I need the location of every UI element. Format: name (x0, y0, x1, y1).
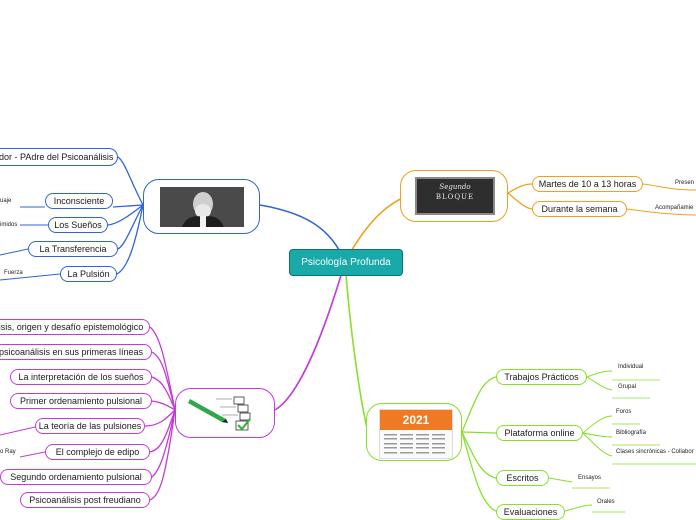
node-label: Durante la semana (541, 204, 617, 214)
bibliografia-leaf: Bibliografía (616, 430, 646, 436)
node-label: La teoría de las pulsiones (39, 421, 142, 431)
ensayos-leaf: Ensayos (578, 475, 601, 481)
node-label: Los Sueños (54, 220, 102, 230)
node-label: Plataforma online (504, 428, 574, 438)
bloque-sign-line1: Segundo (417, 183, 493, 191)
node-label: Segundo ordenamiento pulsional (10, 472, 142, 482)
node-label: La Transferencia (39, 244, 106, 254)
bloque-image-node[interactable]: Segundo BLOQUE (400, 170, 508, 222)
bloque-sign-line2: BLOQUE (417, 193, 493, 201)
node-label: dor - PAdre del Psicoanálisis (0, 152, 113, 162)
topic-primer-ordenamiento-node[interactable]: Primer ordenamiento pulsional (10, 393, 152, 409)
calendar-icon: 2021 (379, 409, 453, 459)
los-suenos-node[interactable]: Los Sueños (48, 217, 108, 233)
escritos-node[interactable]: Escritos (496, 470, 549, 486)
topic-primeras-lineas-node[interactable]: psicoanálisis en sus primeras líneas (0, 344, 152, 360)
clases-sincronicas-leaf: Clases sincrónicas - Collabor (616, 449, 694, 455)
durante-semana-leaf: Acompañamie (655, 205, 693, 211)
topic-edipo-node[interactable]: El complejo de edipo (45, 444, 150, 460)
topic-edipo-leaf: o Ray (0, 449, 16, 455)
calendar-2021-image-node[interactable]: 2021 (366, 403, 462, 461)
inconsciente-node[interactable]: Inconsciente (45, 193, 113, 209)
plataforma-online-node[interactable]: Plataforma online (496, 425, 583, 441)
node-label: La interpretación de los sueños (18, 372, 143, 382)
grupal-leaf: Grupal (618, 384, 636, 390)
individual-leaf: Individual (618, 364, 643, 370)
node-label: psicoanálisis en sus primeras líneas (0, 347, 143, 357)
node-label: Inconsciente (54, 196, 105, 206)
topic-interpretacion-node[interactable]: La interpretación de los sueños (10, 369, 152, 385)
topic-post-freudiano-node[interactable]: Psicoanálisis post freudiano (20, 492, 150, 508)
evaluaciones-node[interactable]: Evaluaciones (496, 504, 565, 520)
martes-node[interactable]: Martes de 10 a 13 horas (532, 176, 643, 192)
checklist-image-node[interactable] (175, 388, 275, 438)
la-transferencia-node[interactable]: La Transferencia (28, 241, 118, 257)
freud-father-node[interactable]: dor - PAdre del Psicoanálisis (0, 148, 118, 166)
node-label: El complejo de edipo (56, 447, 140, 457)
topic-origen-node[interactable]: lisis, origen y desafío epistemológico (0, 319, 150, 335)
freud-image-node[interactable] (143, 179, 260, 234)
orales-leaf: Orales (597, 499, 615, 505)
la-pulsion-leaf: Fuerza (4, 270, 23, 276)
inconsciente-leaf: uaje (0, 198, 11, 204)
durante-semana-node[interactable]: Durante la semana (532, 201, 627, 217)
node-label: Primer ordenamiento pulsional (20, 396, 142, 406)
node-label: Trabajos Prácticos (504, 372, 578, 382)
topic-teoria-pulsiones-node[interactable]: La teoría de las pulsiones (35, 418, 145, 434)
node-label: Psicoanálisis post freudiano (29, 495, 141, 505)
los-suenos-leaf: imidos (0, 222, 17, 228)
trabajos-practicos-node[interactable]: Trabajos Prácticos (496, 369, 587, 385)
root-node[interactable]: Psicología Profunda (289, 249, 403, 276)
bloque-sign-icon: Segundo BLOQUE (415, 177, 495, 215)
node-label: Evaluaciones (504, 507, 558, 517)
martes-leaf: Presen (675, 180, 694, 186)
topic-segundo-ordenamiento-node[interactable]: Segundo ordenamiento pulsional (0, 469, 152, 485)
node-label: Martes de 10 a 13 horas (539, 179, 637, 189)
foros-leaf: Foros (616, 409, 631, 415)
calendar-grid-icon (380, 430, 452, 458)
checklist-icon (186, 393, 266, 433)
node-label: lisis, origen y desafío epistemológico (0, 322, 143, 332)
node-label: La Pulsión (67, 269, 109, 279)
node-label: Escritos (506, 473, 538, 483)
calendar-year: 2021 (380, 410, 452, 430)
la-pulsion-node[interactable]: La Pulsión (60, 266, 117, 282)
freud-portrait-icon (160, 187, 244, 227)
